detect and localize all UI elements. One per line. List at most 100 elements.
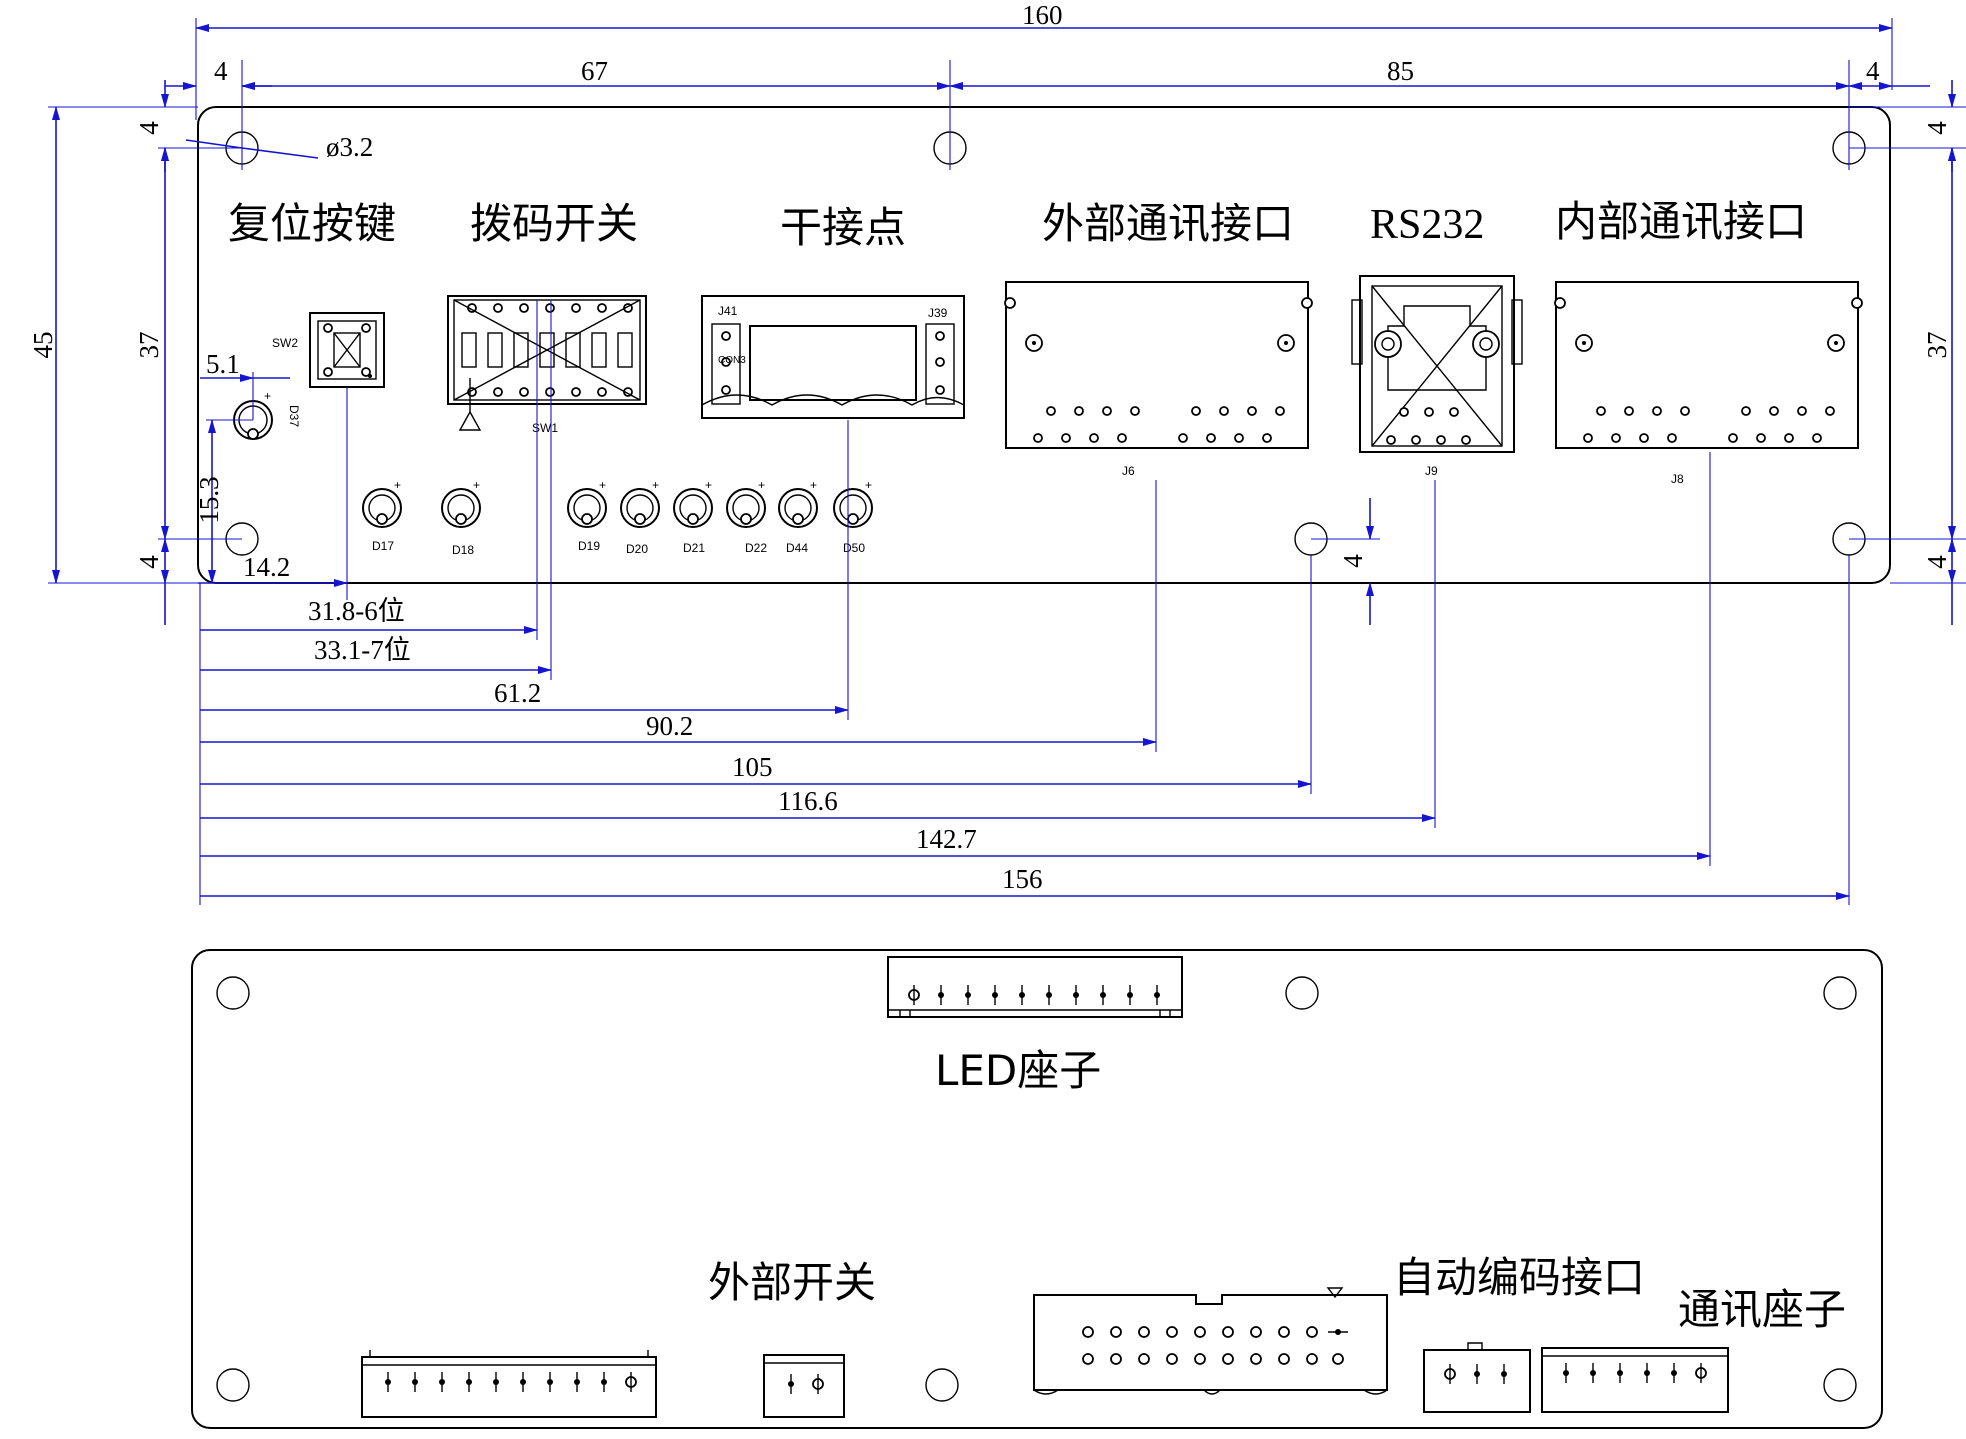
led-d20: + D20: [620, 478, 660, 556]
bottom-hole-top-right: [1823, 976, 1857, 1010]
svg-text:+: +: [264, 389, 271, 403]
reset-switch-sw2: SW2: [272, 312, 385, 388]
bottom-board-outline: [191, 949, 1883, 1429]
label-external-comm: 外部通讯接口: [1042, 199, 1294, 248]
dim-dip7: 33.1-7位: [314, 635, 411, 665]
led-row: + D17 + D18 + D19 + D20 + D21: [362, 478, 873, 557]
auto-coding-header: [1033, 1287, 1388, 1395]
internal-comm-connector-j8: J8: [1554, 281, 1863, 486]
dim-hole-spacing-left: 67: [581, 56, 608, 86]
ref-j9: J9: [1425, 464, 1438, 478]
dim-top-offset-left: 4: [134, 121, 164, 135]
ref-sw2: SW2: [272, 336, 298, 350]
dim-reset-y: 15.3: [194, 476, 224, 523]
dim-rs232-x: 116.6: [778, 786, 838, 816]
external-switch-connector-10pin: [361, 1350, 657, 1418]
dim-overall-height: 45: [28, 332, 58, 359]
dim-right-hole-x: 156: [1002, 864, 1043, 894]
dip-switch-sw1: SW1: [447, 295, 647, 435]
ref-d19: D19: [578, 539, 600, 553]
ref-d17: D17: [372, 539, 394, 553]
label-auto-coding: 自动编码接口: [1393, 1253, 1645, 1302]
label-reset-button: 复位按键: [228, 199, 396, 248]
j8-pins: [1583, 406, 1835, 443]
svg-text:+: +: [394, 478, 401, 492]
dim-bottom-offset-left: 4: [134, 555, 164, 569]
dim-right-margin: 4: [1866, 56, 1880, 86]
dim-dip6: 31.8-6位: [308, 596, 405, 626]
bottom-hole-top-middle: [1285, 976, 1319, 1010]
dim-bottom-offset-right: 4: [1922, 555, 1952, 569]
dimension-lines: 160 4 67 85 4 45 4 37 4: [28, 0, 1966, 905]
ref-d22: D22: [745, 541, 767, 555]
ref-d44: D44: [786, 541, 808, 555]
svg-text:+: +: [599, 478, 606, 492]
ref-con3: CON3: [718, 355, 746, 366]
ref-sw1: SW1: [532, 421, 558, 435]
external-switch-connector-2pin: [763, 1354, 845, 1418]
dim-ext-comm-x: 90.2: [646, 711, 693, 741]
comm-socket-connector: [1541, 1347, 1729, 1413]
ext-switch-pins: [385, 1372, 637, 1392]
led-socket-pins: [908, 985, 1160, 1005]
label-dry-contact: 干接点: [780, 203, 906, 252]
led-d21: + D21: [673, 478, 713, 555]
svg-text:+: +: [705, 478, 712, 492]
j6-pins: [1033, 406, 1285, 443]
svg-text:+: +: [473, 478, 480, 492]
ref-j41: J41: [718, 304, 738, 318]
bottom-board: LED座子 外部开关 自动编码接口 通讯座子: [191, 949, 1883, 1429]
top-board: 复位按键 拨码开关 干接点 外部通讯接口 RS232 内部通讯接口 SW2 + …: [197, 106, 1891, 584]
ref-j39: J39: [928, 306, 948, 320]
led-d22: + D22: [726, 478, 767, 555]
external-comm-connector-j6: J6: [1004, 281, 1313, 478]
dim-dry-contact-x: 61.2: [494, 678, 541, 708]
led-d37: + D37: [233, 389, 301, 440]
ref-d18: D18: [452, 543, 474, 557]
ref-j8: J8: [1671, 472, 1684, 486]
led-d18: + D18: [441, 478, 481, 557]
top-board-outline: [197, 106, 1891, 584]
svg-text:+: +: [652, 478, 659, 492]
label-rs232: RS232: [1370, 202, 1484, 248]
led-d19: + D19: [567, 478, 607, 553]
bottom-hole-top-left: [216, 976, 250, 1010]
label-dip-switch: 拨码开关: [470, 199, 638, 248]
bottom-hole-bottom-middle: [925, 1368, 959, 1402]
label-comm-socket: 通讯座子: [1678, 1285, 1846, 1334]
dim-reset-x: 5.1: [206, 349, 240, 379]
dry-contact-block: J41 J39 CON3: [701, 295, 965, 419]
dim-top-offset-right: 4: [1922, 121, 1952, 135]
dim-reset-switch-x: 14.2: [243, 552, 290, 582]
dim-hole-vertical-left: 37: [134, 332, 164, 359]
ref-d37: D37: [287, 405, 301, 427]
dim-int-comm-x: 142.7: [916, 824, 977, 854]
dim-mid-hole-x: 105: [732, 752, 773, 782]
ref-d21: D21: [683, 541, 705, 555]
rs232-connector-j9: J9: [1351, 275, 1523, 478]
dim-hole-vertical-right: 37: [1922, 332, 1952, 359]
led-socket-connector: [887, 956, 1183, 1018]
auto-coding-pins: [1082, 1326, 1348, 1365]
ref-d50: D50: [843, 541, 865, 555]
led-d17: + D17: [362, 478, 402, 553]
led-d44: + D44: [778, 478, 818, 555]
svg-text:+: +: [758, 478, 765, 492]
dim-hole-spacing-right: 85: [1387, 56, 1414, 86]
dim-left-margin: 4: [214, 56, 228, 86]
bottom-hole-bottom-right: [1823, 1368, 1857, 1402]
svg-text:+: +: [810, 478, 817, 492]
label-external-switch: 外部开关: [708, 1258, 876, 1307]
dim-hole-diameter: ø3.2: [326, 132, 373, 162]
led-d50: + D50: [833, 478, 873, 555]
coding-3pin-connector: [1423, 1342, 1531, 1413]
label-led-socket: LED座子: [935, 1046, 1101, 1095]
dip-switch-pads: [467, 303, 633, 397]
label-internal-comm: 内部通讯接口: [1555, 197, 1807, 246]
dim-mid-hole-offset: 4: [1338, 554, 1368, 568]
dim-overall-width: 160: [1022, 0, 1063, 30]
svg-text:+: +: [865, 478, 872, 492]
bottom-hole-bottom-left: [216, 1368, 250, 1402]
ref-d20: D20: [626, 542, 648, 556]
